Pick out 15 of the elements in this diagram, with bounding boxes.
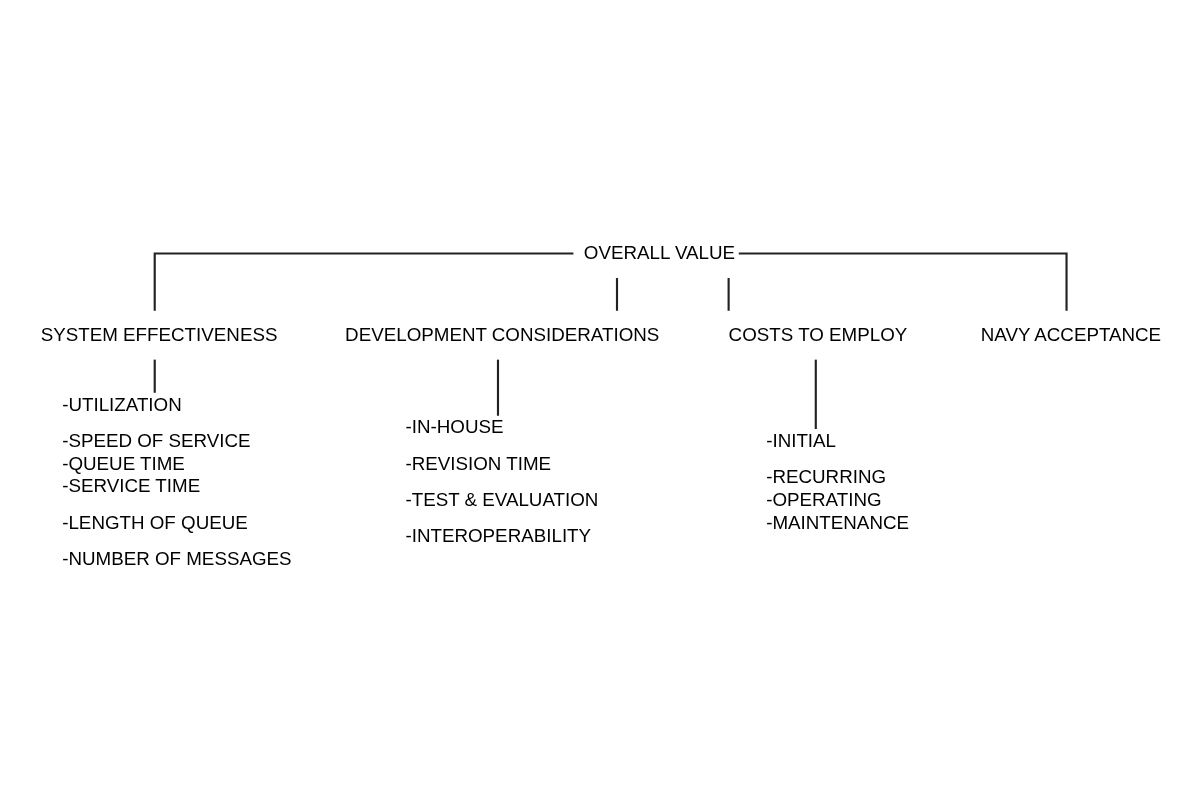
- node-text: -IN-HOUSE -REVISION TIME -TEST & EVALUATION -INTEROPERABILITY: [405, 415, 599, 546]
- connector: [814, 359, 817, 429]
- node-text: OVERALL VALUE: [583, 241, 736, 263]
- node-text: NAVY ACCEPTANCE: [980, 323, 1162, 345]
- connector: [615, 277, 619, 311]
- connector: [153, 359, 156, 393]
- connector: [153, 251, 574, 311]
- connector: [738, 251, 1068, 311]
- node-text: -INITIAL -RECURRING -OPERATING -MAINTENANCE: [766, 429, 910, 533]
- connector: [496, 359, 500, 416]
- connector: [727, 277, 730, 311]
- node-text: -UTILIZATION -SPEED OF SERVICE -QUEUE TIME -SERVICE TIME -LENGTH OF QUEUE -NUMBER OF MESSAGES: [62, 393, 292, 569]
- node-text: COSTS TO EMPLOY: [728, 323, 908, 345]
- node-text: DEVELOPMENT CONSIDERATIONS: [345, 323, 660, 345]
- node-text: SYSTEM EFFECTIVENESS: [40, 323, 278, 345]
